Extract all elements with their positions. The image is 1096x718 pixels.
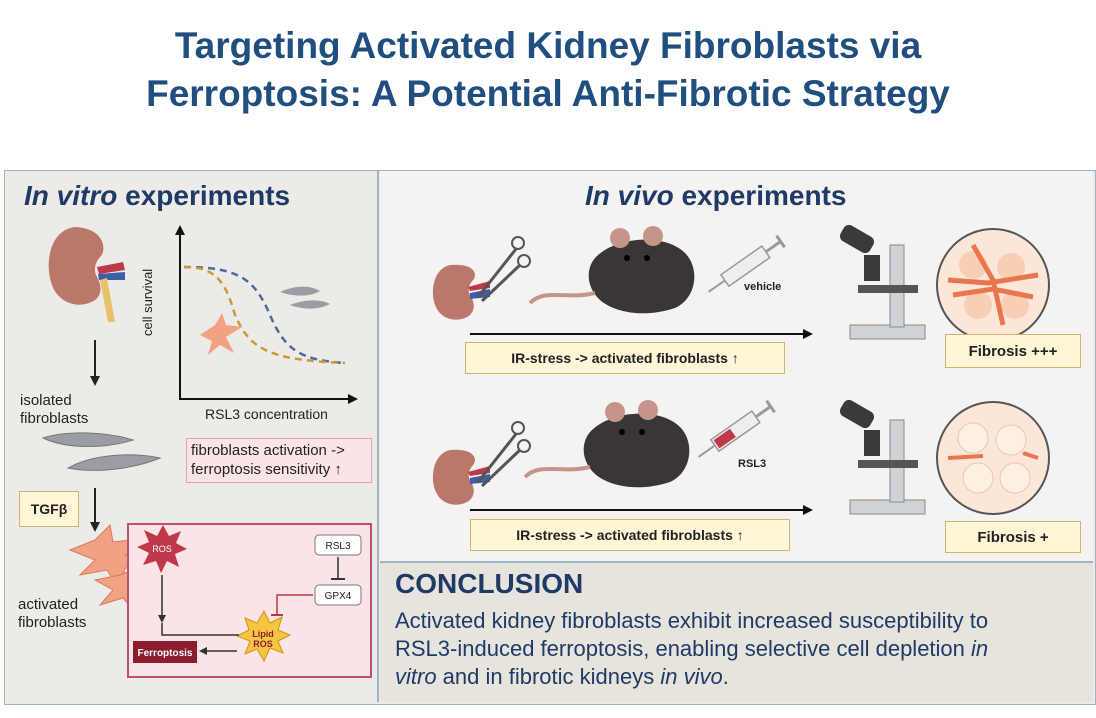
vehicle-label: vehicle [744, 281, 782, 293]
rsl3-text: RSL3 [325, 541, 350, 552]
in-vitro-heading: In vitro experiments [24, 180, 291, 211]
ir-stress-box-1: IR-stress -> activated fibroblasts ↑ [465, 342, 785, 374]
syringe-icon [707, 234, 786, 293]
mechanism-diagram: ROS Lipid ROS RSL3 GPX4 Ferroptosis [133, 525, 362, 663]
rsl3-treatment-label: RSL3 [738, 458, 767, 470]
resting-fibroblasts-icon [41, 432, 162, 471]
arrow-right-icon [470, 329, 813, 339]
conclusion-panel [380, 563, 1093, 702]
lipid-ros-text-1: Lipid [252, 629, 274, 639]
ferroptosis-text: Ferroptosis [137, 648, 192, 659]
title-line-1: Targeting Activated Kidney Fibroblasts v… [174, 25, 922, 66]
tgfb-box: TGFβ [19, 491, 79, 527]
fibrosis-low-tissue-icon [936, 401, 1050, 515]
arrow-down-icon [90, 340, 100, 386]
activated-fibroblasts-label: activated fibroblasts [18, 596, 87, 631]
page-title: Targeting Activated Kidney Fibroblasts v… [0, 22, 1096, 118]
mouse-icon [528, 226, 695, 314]
lipid-ros-burst-icon [235, 609, 292, 663]
graph-y-label: cell survival [140, 268, 155, 336]
graph-x-label: RSL3 concentration [205, 406, 328, 422]
survival-graph [175, 225, 358, 404]
fibrosis-high-box: Fibrosis +++ [945, 334, 1081, 368]
ros-text: ROS [152, 544, 172, 554]
isolated-fibroblasts-label: isolated fibroblasts [20, 392, 89, 427]
kidney-scissors-icon [432, 236, 531, 320]
ir-stress-box-2: IR-stress -> activated fibroblasts ↑ [470, 519, 790, 551]
fibrosis-low-box: Fibrosis + [945, 521, 1081, 553]
kidney-scissors-icon [432, 421, 531, 505]
microscope-icon [839, 399, 926, 515]
lipid-ros-text-2: ROS [253, 639, 273, 649]
conclusion-heading: CONCLUSION [395, 568, 584, 599]
kidney-icon [48, 227, 125, 322]
title-line-2: Ferroptosis: A Potential Anti-Fibrotic S… [146, 73, 950, 114]
arrow-right-icon [470, 505, 813, 515]
gpx4-text: GPX4 [325, 591, 352, 602]
microscope-icon [839, 224, 926, 340]
ros-burst-icon [137, 525, 187, 573]
conclusion-text: Activated kidney fibroblasts exhibit inc… [395, 608, 989, 689]
arrow-down-icon [90, 488, 100, 532]
sensitivity-box: fibroblasts activation -> ferroptosis se… [186, 438, 372, 483]
mouse-icon [523, 400, 690, 488]
in-vivo-heading: In vivo experiments [585, 180, 847, 211]
syringe-icon [697, 399, 776, 458]
fibrosis-high-tissue-icon [936, 228, 1050, 342]
